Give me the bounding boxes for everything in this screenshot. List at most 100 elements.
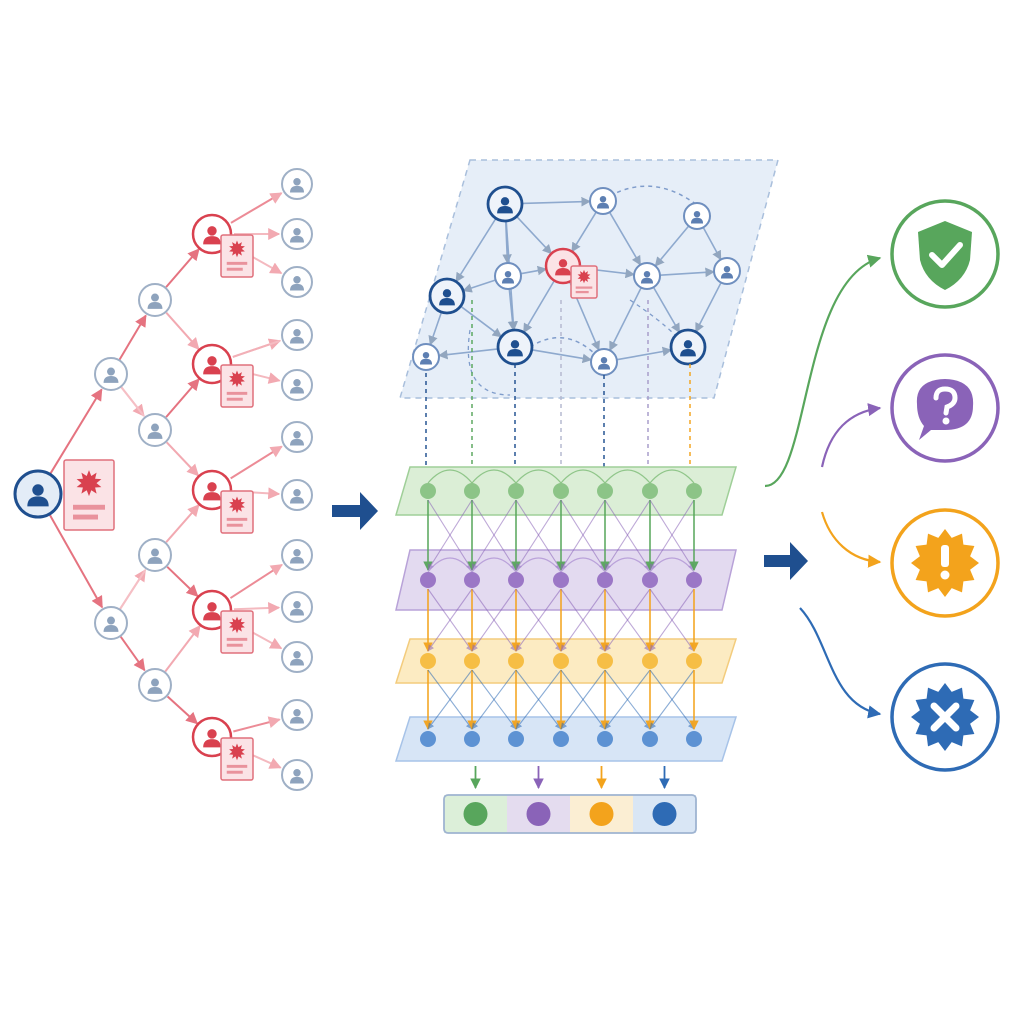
graph-user-node (683, 202, 711, 230)
gnn-node (553, 653, 569, 669)
gnn-layer-arc (427, 557, 473, 573)
gnn-node (686, 483, 702, 499)
gnn-layer-arc (604, 469, 651, 484)
retweeter-node (281, 699, 313, 731)
retweeter-node (281, 479, 313, 511)
burst-icon (229, 496, 245, 514)
gnn-node (464, 731, 480, 747)
retweeter-node (281, 641, 313, 673)
graph-edge (460, 305, 503, 338)
outcome-badge (890, 353, 1000, 463)
gnn-node (686, 653, 702, 669)
burst-icon (229, 370, 245, 388)
propagation-edge (229, 563, 283, 599)
user-interaction-graph (398, 159, 779, 477)
gnn-message-edge (427, 588, 473, 652)
gnn-node (642, 653, 658, 669)
graph-edge (520, 265, 548, 276)
propagation-edge (165, 248, 200, 288)
gnn-node (642, 572, 658, 588)
outcome-arrow (799, 607, 882, 719)
propagation-edge (47, 512, 104, 609)
graph-edge (437, 348, 499, 360)
readout-dot (589, 802, 614, 826)
retweeter-node (94, 357, 128, 391)
gnn-layer-arc (471, 557, 517, 573)
graph-edge (455, 217, 497, 283)
outcome-arrow (820, 403, 882, 468)
gnn-node (464, 653, 480, 669)
outcome-badge (890, 662, 1000, 772)
graph-edge (652, 286, 681, 334)
burst-icon (229, 743, 245, 761)
graph-edge (654, 225, 690, 267)
gnn-node (420, 572, 436, 588)
outcome-arrow (820, 511, 882, 568)
gnn-layer-arc (560, 557, 606, 573)
graph-dashed-edge (529, 336, 597, 356)
propagation-tree (13, 168, 313, 791)
gnn-node (420, 483, 436, 499)
graph-edge (522, 280, 556, 334)
retweeter-node (281, 759, 313, 791)
gnn-message-edge (560, 669, 606, 730)
gnn-message-edge (515, 588, 562, 652)
graph-user-node (496, 328, 534, 366)
graph-edge (571, 211, 597, 253)
source-post-icon (63, 459, 115, 531)
propagation-edge (120, 385, 145, 417)
gnn-node (553, 483, 569, 499)
gnn-message-edge (604, 669, 651, 730)
burst-icon (229, 240, 245, 258)
gnn-node (642, 483, 658, 499)
gnn-node (508, 653, 524, 669)
propagation-edge (118, 569, 147, 611)
gnn-message-edge (515, 499, 562, 571)
gnn-node (553, 572, 569, 588)
graph-user-node (669, 328, 707, 366)
speech-question-icon (916, 379, 974, 440)
alert-burst-icon (911, 529, 979, 597)
propagation-edge (165, 441, 200, 477)
retweeter-node (281, 218, 313, 250)
graph-edge (531, 349, 593, 364)
gnn-message-edge (649, 669, 695, 730)
propagation-edge (233, 602, 281, 615)
gnn-node (597, 731, 613, 747)
gnn-node (553, 731, 569, 747)
gnn-message-edge (560, 588, 606, 652)
retweeter-node (281, 539, 313, 571)
flow-arrow-1 (332, 492, 378, 530)
outcome-badge (890, 508, 1000, 618)
gnn-layer-arc (471, 469, 517, 484)
gnn-node (686, 572, 702, 588)
fake-news-post-icon (220, 490, 254, 534)
flow-arrow-2 (764, 542, 808, 580)
burst-icon (577, 269, 591, 284)
readout-frame (443, 794, 697, 834)
gnn-message-edge (515, 669, 562, 730)
propagation-edge (233, 716, 281, 733)
graph-edge (516, 215, 553, 255)
graph-user-node (412, 343, 440, 371)
gnn-layers (394, 466, 738, 762)
retweeter-node (138, 283, 172, 317)
gnn-layer-arc (515, 469, 562, 484)
retweeter-node (138, 538, 172, 572)
gnn-layer-arc (427, 469, 473, 484)
propagation-edge (232, 339, 281, 358)
gnn-node (597, 572, 613, 588)
graph-user-node (633, 262, 661, 290)
gnn-message-edge (427, 499, 473, 571)
readout-dot (526, 802, 551, 826)
gnn-message-edge (604, 499, 651, 571)
source-user-node (13, 469, 63, 519)
gnn-node (420, 731, 436, 747)
graph-edge (659, 267, 715, 278)
graph-edge (609, 287, 642, 352)
cross-burst-icon (911, 683, 979, 751)
gnn-node (508, 572, 524, 588)
gnn-node (464, 572, 480, 588)
retweeter-node (138, 668, 172, 702)
burst-icon (76, 470, 102, 497)
